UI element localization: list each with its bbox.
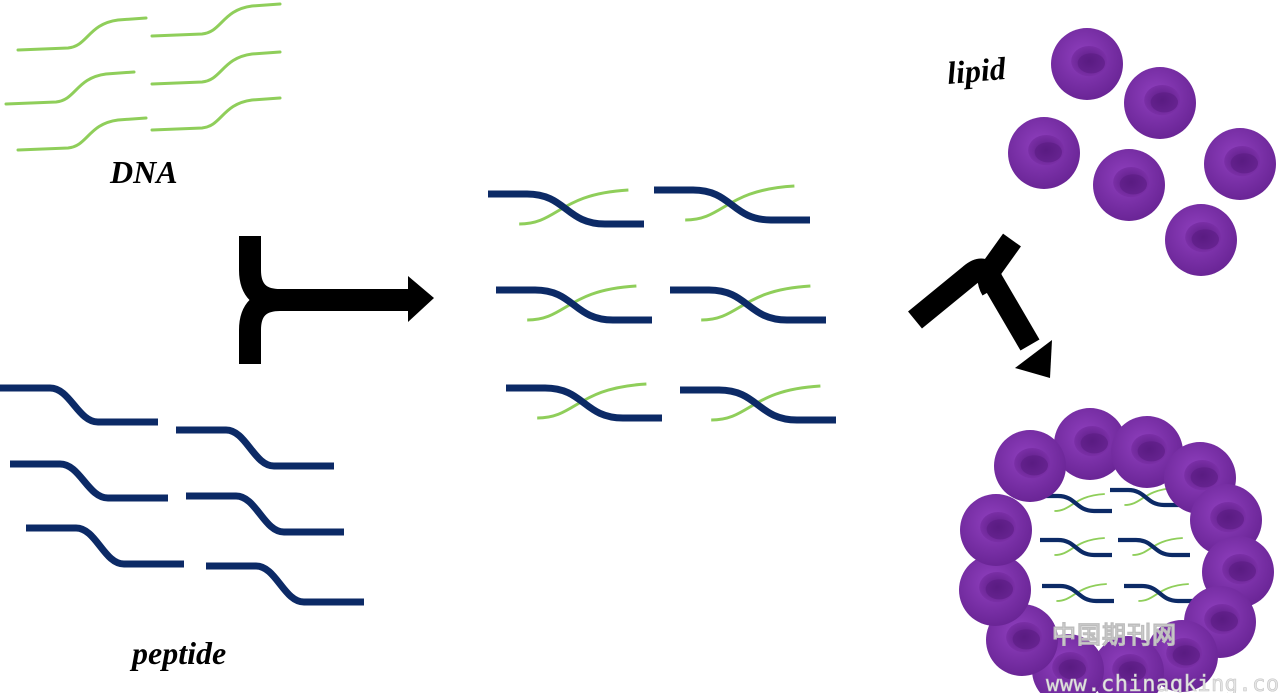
peptide-strand [670, 286, 826, 324]
lipid-particle [1008, 117, 1080, 189]
lipid-particle [1124, 67, 1196, 139]
lipid-particle [1146, 620, 1218, 692]
complex-unit [1042, 583, 1114, 604]
merge-arrow-icon [239, 236, 434, 364]
lipid-vesicle-with-complex [959, 408, 1274, 693]
lipid-particles [1008, 28, 1276, 276]
peptide-strand [176, 426, 334, 470]
dna-strand [150, 2, 282, 38]
complex-unit [496, 284, 652, 324]
peptide-label: peptide [129, 635, 226, 671]
complex-unit [1040, 493, 1112, 514]
peptide-strand [1040, 537, 1112, 558]
dna-peptide-complex [488, 184, 836, 424]
dna-strand [4, 70, 136, 106]
peptide-strand [206, 562, 364, 606]
peptide-strand [1110, 487, 1182, 508]
complex-unit [1118, 537, 1190, 558]
watermark: 中国期刊网 www.chinaqking.com [1046, 621, 1279, 693]
dna-strands [4, 2, 282, 152]
peptide-strand [654, 186, 810, 224]
lipid-particle [1092, 636, 1164, 693]
complex-unit [654, 184, 810, 224]
complex-unit [1040, 537, 1112, 558]
complex-unit [506, 382, 662, 422]
lipid-particle [1165, 204, 1237, 276]
watermark-chinese-text: 中国期刊网 [1052, 621, 1177, 649]
complex-unit [680, 384, 836, 424]
lipid-particle [960, 494, 1032, 566]
lipid-particle [1093, 149, 1165, 221]
lipid-particle [1054, 408, 1126, 480]
peptide-strand [1118, 537, 1190, 558]
dna-label: DNA [109, 154, 178, 190]
peptide-strand [506, 384, 662, 422]
peptide-strand [186, 492, 344, 536]
lipid-particle [959, 554, 1031, 626]
complex-unit [1124, 583, 1196, 604]
y-merge-arrow-icon [908, 233, 1052, 378]
peptide-strand [1042, 583, 1114, 604]
peptide-strand [1040, 493, 1112, 514]
lipid-particle [994, 430, 1066, 502]
lipid-particle [1204, 128, 1276, 200]
dna-strand [150, 96, 282, 132]
complex-unit [488, 188, 644, 228]
peptide-strand [1124, 583, 1196, 604]
peptide-strand [26, 524, 184, 568]
complex-unit [670, 284, 826, 324]
dna-strand [16, 116, 148, 152]
peptide-strand [496, 286, 652, 324]
peptide-strand [0, 384, 158, 426]
peptide-strand [680, 386, 836, 424]
dna-strand [16, 16, 148, 52]
dna-strand [150, 50, 282, 86]
watermark-url-text: www.chinaqking.com [1046, 672, 1279, 693]
peptide-strand [10, 460, 168, 502]
lipid-label: lipid [945, 50, 1008, 91]
lipid-particle [1051, 28, 1123, 100]
peptide-strand [488, 190, 644, 228]
peptide-strands [0, 384, 364, 606]
